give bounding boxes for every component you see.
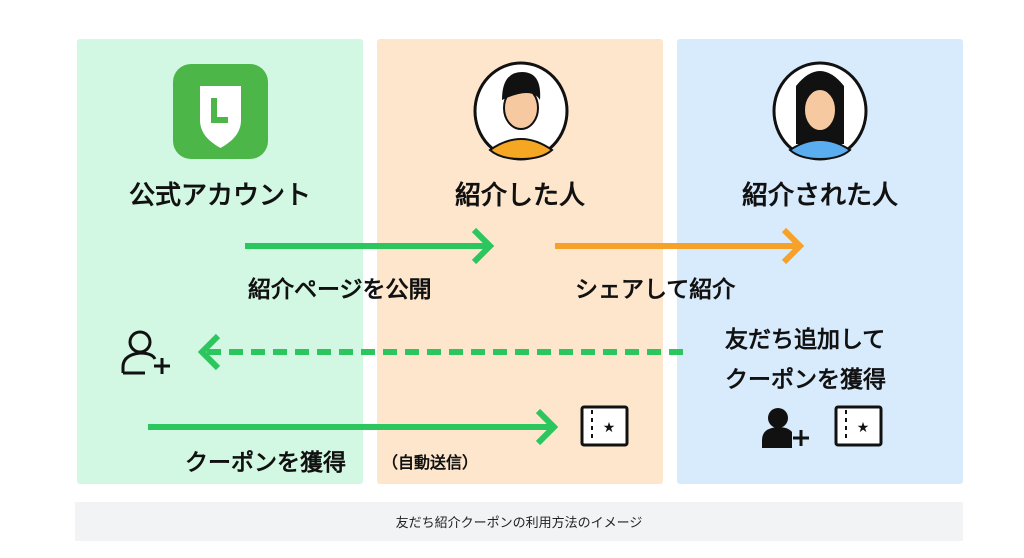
person-add-icon [121,330,170,375]
person-add-filled-icon [762,408,809,448]
add-friend-label-line2: クーポンを獲得 [725,367,886,393]
get-coupon-label: クーポンを獲得 [185,450,346,476]
auto-send-label: （自動送信） [382,453,479,472]
publish-label: 紹介ページを公開 [248,277,432,303]
share-arrow [555,227,805,265]
figure-caption: 友だち紹介クーポンの利用方法のイメージ [75,502,963,541]
svg-text:★: ★ [857,420,870,436]
official-account-title: 公式アカウント [128,181,311,211]
add-friend-label-line1: 友だち追加して [725,327,886,353]
line-official-account-icon [173,64,268,159]
coupon-icon: ★ [580,405,629,447]
referred-title: 紹介された人 [741,181,898,211]
man-avatar-icon [473,61,569,161]
caption-text: 友だち紹介クーポンの利用方法のイメージ [395,516,643,531]
add-friend-dashed-arrow [197,333,683,371]
share-label: シェアして紹介 [575,277,736,303]
coupon-icon: ★ [834,405,883,447]
referrer-title: 紹介した人 [454,181,585,211]
svg-text:★: ★ [603,420,616,436]
publish-arrow [245,227,495,265]
woman-avatar-icon [772,61,868,161]
coupon-auto-send-arrow [148,408,559,446]
